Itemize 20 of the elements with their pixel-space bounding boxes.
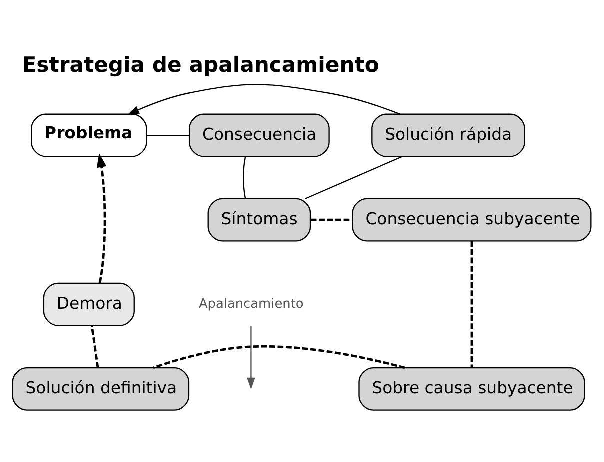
arrow: [96, 153, 107, 284]
connector: [90, 326, 100, 368]
node-box: Consecuencia: [188, 114, 330, 158]
node-box: Problema: [31, 114, 148, 158]
connector: [243, 156, 246, 199]
connector: [147, 134, 190, 136]
arrow: [247, 326, 256, 390]
node-box: Síntomas: [208, 198, 312, 242]
connector: [470, 241, 474, 368]
connector: [153, 345, 406, 370]
diagram-title: Estrategia de apalancamiento: [22, 52, 380, 78]
arrow: [128, 84, 400, 115]
connector: [310, 218, 353, 222]
node-box: Sobre causa subyacente: [358, 367, 586, 411]
node-text: Apalancamiento: [198, 296, 304, 312]
node-box: Demora: [43, 282, 135, 326]
node-box: Solución definitiva: [12, 367, 190, 411]
connector: [305, 156, 402, 200]
node-box: Solución rápida: [372, 114, 526, 158]
node-box: Consecuencia subyacente: [352, 198, 592, 242]
